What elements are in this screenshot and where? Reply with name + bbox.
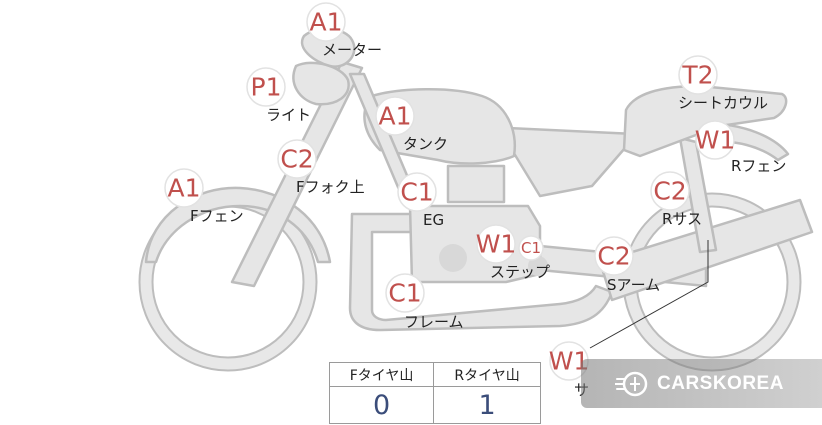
badge-front-fork-upper: C2 Fフォク上 [277, 139, 365, 196]
engine-shape [408, 164, 548, 284]
part-label: Rサス [662, 210, 702, 228]
part-label: Sアーム [607, 276, 660, 294]
part-label: Fフォク上 [296, 178, 365, 196]
frame-shape [348, 212, 614, 332]
badge-code: A1 [167, 174, 200, 203]
badge-rear-suspension: C2 Rサス [650, 171, 702, 228]
badge-tank: A1 タンク [375, 96, 448, 153]
front-tire-value: 0 [328, 386, 435, 424]
badge-rear-fender: W1 Rフェン [695, 120, 786, 175]
badge-code: C2 [653, 177, 686, 206]
badge-code: C1 [388, 279, 421, 308]
carskorea-logo-icon [615, 371, 648, 396]
rear-suspension-shape [678, 136, 718, 254]
brand-name: CARSKOREA [657, 372, 784, 394]
badge-step: W1 C1 ステップ [476, 224, 550, 281]
badge-code: C2 [597, 242, 630, 271]
rear-tire-header: Rタイヤ山 [433, 362, 541, 387]
seat-cowl-shape [622, 84, 788, 158]
part-label: EG [423, 211, 444, 229]
part-label: Rフェン [731, 157, 786, 175]
badge-code: C1 [400, 178, 433, 207]
part-label: シートカウル [678, 94, 768, 112]
tire-tread-table: Fタイヤ山 Rタイヤ山 0 1 [328, 362, 541, 424]
badge-frame: C1 フレーム [385, 273, 464, 331]
badge-code: A1 [309, 8, 342, 37]
badge-swing-arm: C2 Sアーム [594, 236, 660, 294]
badge-code-secondary: C1 [521, 239, 541, 257]
badge-front-fender: A1 Fフェン [164, 168, 244, 225]
part-label: メーター [322, 41, 382, 59]
part-label: ステップ [490, 263, 550, 281]
front-tire-header: Fタイヤ山 [328, 362, 435, 387]
badge-code: W1 [695, 126, 736, 155]
part-label: ライト [266, 106, 311, 124]
badge-code: W1 [476, 230, 517, 259]
rear-frame-shape [506, 126, 637, 198]
badge-code: A1 [378, 102, 411, 131]
badge-engine: C1 EG [397, 172, 444, 229]
badge-seat-cowl: T2 シートカウル [678, 55, 768, 112]
leader-line [589, 240, 709, 349]
part-label: フレーム [404, 313, 464, 331]
badge-meter: A1 メーター [306, 2, 382, 59]
carskorea-watermark: CARSKOREA [581, 359, 822, 408]
badge-code: C2 [280, 145, 313, 174]
part-label: タンク [403, 135, 448, 153]
badge-code: P1 [251, 73, 282, 102]
rear-tire-value: 1 [433, 386, 541, 424]
badge-code: T2 [681, 61, 713, 90]
badge-light: P1 ライト [246, 67, 311, 124]
part-label: Fフェン [190, 207, 244, 225]
